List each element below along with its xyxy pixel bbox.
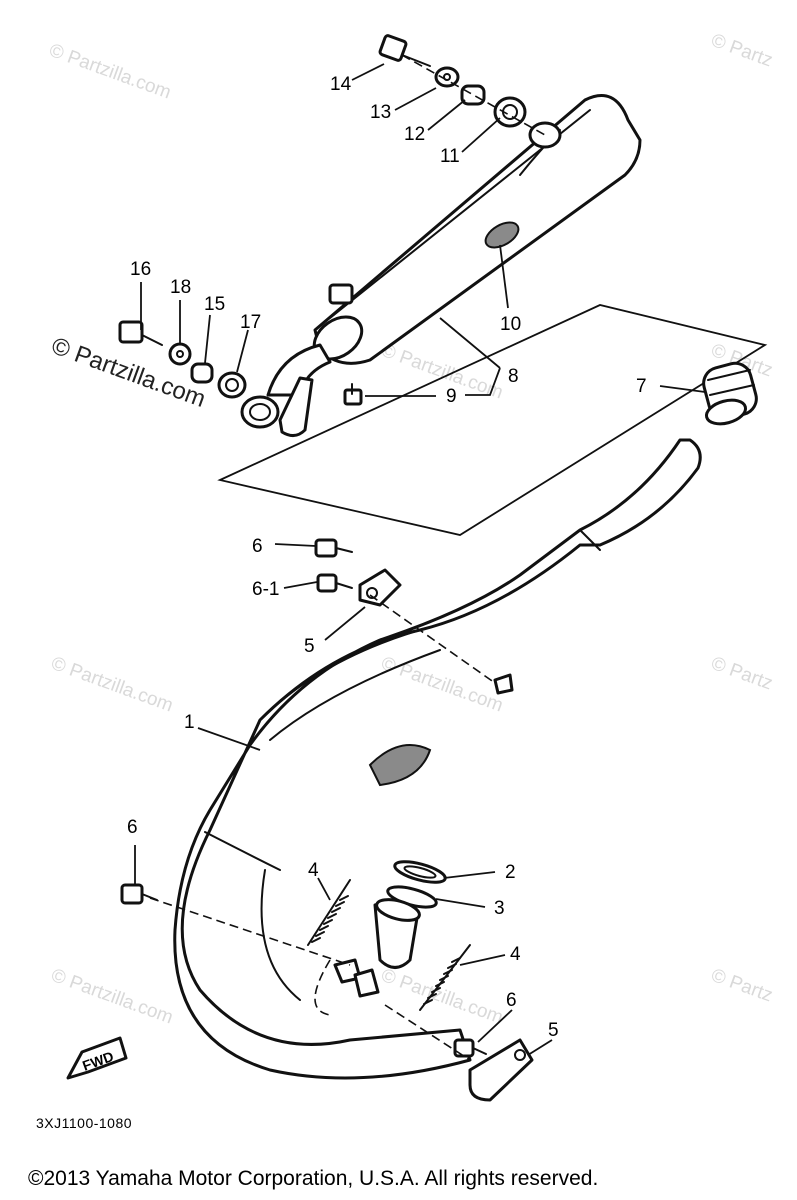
callout-7: 7 <box>636 376 647 397</box>
callout-11: 11 <box>440 146 460 167</box>
silencer-clamp-hardware <box>118 320 247 399</box>
callout-17: 17 <box>240 312 261 333</box>
silencer <box>240 94 642 437</box>
diagram-code: 3XJ1100-1080 <box>36 1115 133 1131</box>
callout-6: 6 <box>127 817 138 838</box>
copyright-notice: ©2013 Yamaha Motor Corporation, U.S.A. A… <box>28 1167 599 1190</box>
callout-9: 9 <box>446 386 457 407</box>
watermark: © Partz <box>708 965 775 1006</box>
exhaust-pipe <box>173 438 702 1080</box>
callout-6-1: 6-1 <box>252 579 279 600</box>
callout-4: 4 <box>308 860 319 881</box>
callout-12: 12 <box>404 124 425 145</box>
callout-2: 2 <box>505 862 516 883</box>
leader-lines <box>134 63 706 1056</box>
springs <box>307 879 471 1011</box>
bolt-9 <box>343 383 363 406</box>
watermark: © Partzilla.com <box>378 965 505 1029</box>
alignment-lines <box>149 594 496 1061</box>
silencer-mount-hardware <box>378 34 546 136</box>
callout-6: 6 <box>506 990 517 1011</box>
callout-16: 16 <box>130 259 151 280</box>
callout-3: 3 <box>494 898 505 919</box>
callout-5: 5 <box>548 1020 559 1041</box>
silencer-group-outline <box>217 304 768 536</box>
watermark: © Partzilla.com <box>48 653 175 717</box>
callout-10: 10 <box>500 314 521 335</box>
gaskets-and-joint <box>373 860 447 969</box>
watermark: © Partz <box>708 653 775 694</box>
callout-18: 18 <box>170 277 191 298</box>
callout-14: 14 <box>330 74 352 95</box>
watermark: © Partzilla.com <box>46 40 173 104</box>
watermark: © Partzilla.com <box>48 965 175 1029</box>
watermark: © Partzilla.com <box>378 340 505 404</box>
callout-13: 13 <box>370 102 391 123</box>
mount-brackets <box>120 538 534 1102</box>
forward-arrow-icon: FWD <box>66 1036 128 1080</box>
callout-1: 1 <box>184 712 195 733</box>
callout-6: 6 <box>252 536 263 557</box>
callout-8: 8 <box>508 366 519 387</box>
callout-15: 15 <box>204 294 225 315</box>
watermark: © Partz <box>708 30 775 71</box>
watermark: © Partzilla.com <box>378 653 505 717</box>
rubber-joint <box>702 361 758 426</box>
callout-5: 5 <box>304 636 315 657</box>
callout-4: 4 <box>510 944 521 965</box>
callout-labels: 14 13 12 11 16 18 15 17 10 8 9 7 6 6-1 5… <box>127 74 647 1041</box>
